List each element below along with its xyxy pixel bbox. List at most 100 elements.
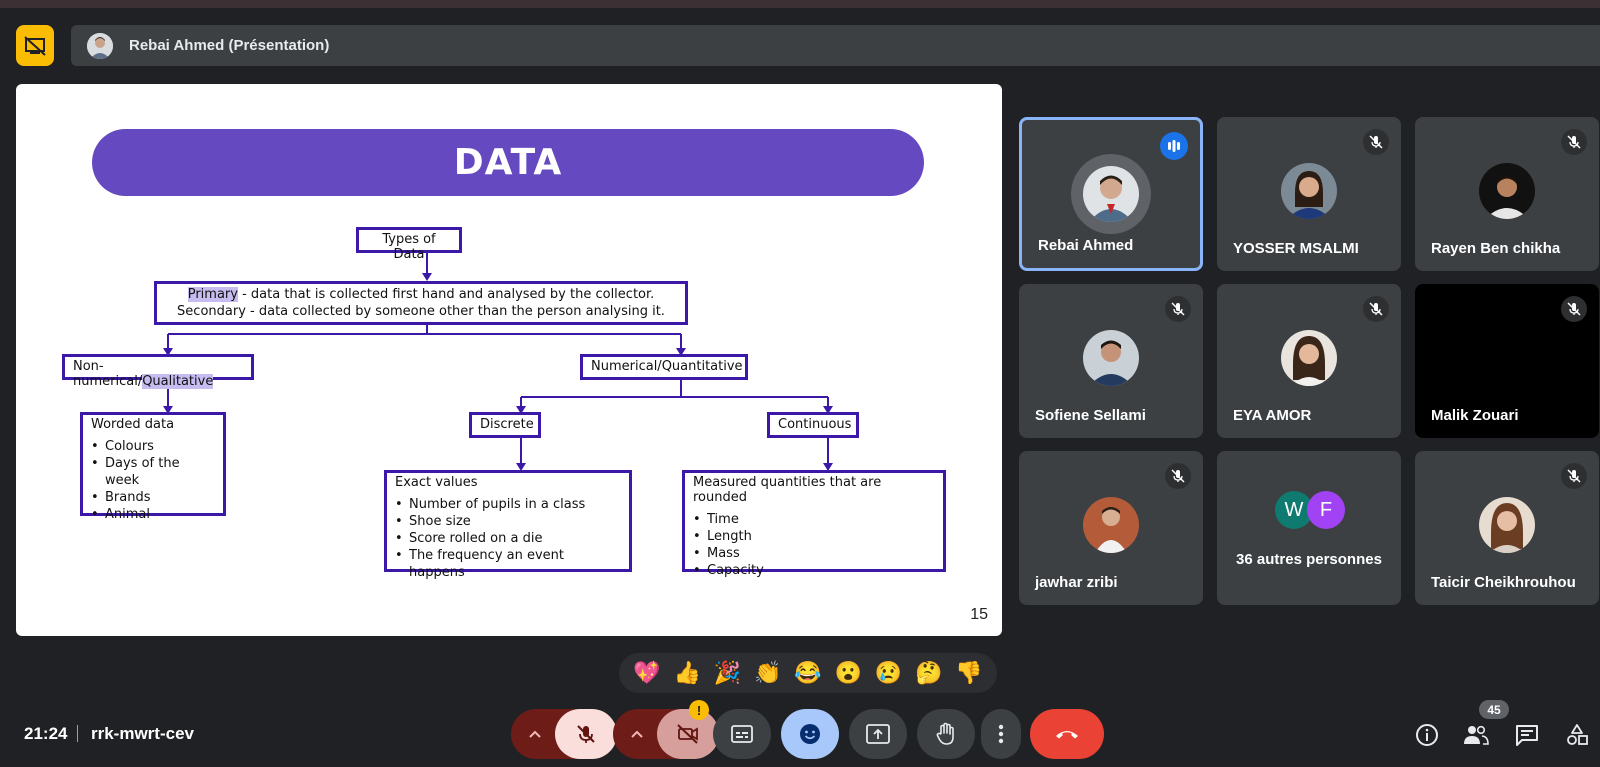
list-item: Brands (91, 489, 215, 506)
leave-call-button[interactable] (1030, 709, 1104, 759)
list-item: Shoe size (395, 513, 621, 530)
qualitative-prefix: Non-numerical/ (73, 359, 143, 389)
worded-data-box: Worded data Colours Days of the week Bra… (80, 412, 226, 523)
reaction-thumbs-up[interactable]: 👍 (673, 660, 702, 685)
list-item: Mass (693, 545, 935, 562)
participant-name: jawhar zribi (1035, 574, 1118, 591)
chevron-up-icon (631, 730, 643, 738)
participant-tile-taicir-cheikhrouhou[interactable]: Taicir Cheikhrouhou (1415, 451, 1599, 605)
participant-tile-sofiene-sellami[interactable]: Sofiene Sellami (1019, 284, 1203, 438)
reaction-thinking[interactable]: 🤔 (914, 660, 943, 685)
people-button[interactable] (1459, 718, 1493, 752)
slide-title-banner: DATA (92, 129, 924, 196)
participant-name: Taicir Cheikhrouhou (1431, 574, 1576, 591)
emoji-icon (800, 724, 820, 744)
exact-heading: Exact values (395, 475, 478, 490)
avatar: F (1307, 491, 1345, 529)
mic-off-icon (1561, 463, 1587, 489)
continuous-label: Continuous (778, 417, 852, 432)
chat-icon (1516, 725, 1538, 746)
list-item: Days of the week (91, 455, 215, 489)
mic-off-icon (1165, 296, 1191, 322)
reaction-party[interactable]: 🎉 (713, 660, 742, 685)
camera-warning-badge: ! (689, 700, 709, 720)
participant-tile-yosser-msalmi[interactable]: YOSSER MSALMI (1217, 117, 1401, 271)
info-icon (1416, 724, 1438, 746)
presentation-off-icon[interactable] (16, 25, 54, 66)
presenter-avatar (87, 32, 113, 59)
captions-button[interactable] (713, 709, 771, 759)
participant-tile-jawhar-zribi[interactable]: jawhar zribi (1019, 451, 1203, 605)
mic-options-button[interactable] (511, 709, 559, 759)
participant-name: EYA AMOR (1233, 407, 1312, 424)
types-of-data-box: Types of Data (356, 227, 462, 262)
reactions-bar: 💖 👍 🎉 👏 😂 😮 😢 🤔 👎 (619, 653, 997, 693)
measured-quantities-box: Measured quantities that are rounded Tim… (682, 470, 946, 579)
qualitative-highlight: Qualitative (142, 374, 214, 389)
participant-tile-rebai-ahmed[interactable]: Rebai Ahmed (1019, 117, 1203, 271)
types-of-data-label: Types of Data (382, 232, 436, 262)
qualitative-box: Non-numerical/Qualitative (62, 354, 254, 389)
slide-page-number: 15 (970, 606, 988, 623)
primary-description: - data that is collected first hand and … (237, 287, 655, 302)
send-reaction-button[interactable] (781, 709, 839, 759)
presentation-header: Rebai Ahmed (Présentation) (71, 25, 1600, 66)
present-now-button[interactable] (849, 709, 907, 759)
list-item: Score rolled on a die (395, 530, 621, 547)
slide-title: DATA (453, 142, 563, 183)
avatar: W (1275, 491, 1313, 529)
reaction-thumbs-down[interactable]: 👎 (955, 660, 983, 685)
camera-toggle-button[interactable] (657, 709, 719, 759)
camera-options-button[interactable] (613, 709, 661, 759)
avatar (1083, 166, 1139, 222)
activities-button[interactable] (1560, 718, 1594, 752)
reaction-laugh[interactable]: 😂 (794, 660, 822, 685)
meeting-details-button[interactable] (1410, 718, 1444, 752)
participant-name: Rayen Ben chikha (1431, 240, 1561, 257)
raise-hand-button[interactable] (917, 709, 975, 759)
chevron-up-icon (529, 730, 541, 738)
mic-off-icon (577, 725, 595, 743)
participant-count-badge: 45 (1479, 700, 1509, 719)
participant-tile-malik-zouari[interactable]: Malik Zouari (1415, 284, 1599, 438)
participant-name: Malik Zouari (1431, 407, 1519, 424)
others-count-label: 36 autres personnes (1236, 551, 1382, 568)
meeting-time: 21:24 (24, 724, 68, 743)
mic-off-icon (1561, 296, 1587, 322)
discrete-box: Discrete (469, 412, 541, 438)
list-item: Time (693, 511, 935, 528)
measured-heading: Measured quantities that are rounded (693, 475, 882, 505)
avatar (1479, 497, 1535, 553)
mic-off-icon (1363, 296, 1389, 322)
quantitative-label: Numerical/Quantitative (591, 359, 743, 374)
participant-tile-others[interactable]: W F 36 autres personnes (1217, 451, 1401, 605)
list-item: Colours (91, 438, 215, 455)
present-to-all-icon (866, 724, 890, 744)
activities-icon (1567, 724, 1588, 745)
call-end-icon (1056, 731, 1078, 739)
participant-tile-rayen-ben-chikha[interactable]: Rayen Ben chikha (1415, 117, 1599, 271)
reaction-clap[interactable]: 👏 (754, 660, 782, 685)
list-item: Length (693, 528, 935, 545)
avatar (1281, 330, 1337, 386)
meeting-code: rrk-mwrt-cev (91, 724, 194, 743)
mic-off-icon (1561, 129, 1587, 155)
mic-control-group (511, 709, 617, 759)
worded-heading: Worded data (91, 417, 175, 432)
avatar (1479, 163, 1535, 219)
primary-highlight: Primary (187, 287, 238, 302)
diagram-connectors (163, 252, 833, 471)
avatar (1083, 497, 1139, 553)
reaction-sad[interactable]: 😢 (874, 660, 903, 685)
mic-toggle-button[interactable] (555, 709, 617, 759)
more-options-button[interactable] (981, 709, 1021, 759)
quantitative-box: Numerical/Quantitative (580, 354, 748, 380)
reaction-surprised[interactable]: 😮 (834, 660, 862, 685)
participant-name: Rebai Ahmed (1038, 237, 1134, 254)
reaction-heart[interactable]: 💖 (633, 660, 661, 685)
participant-tile-eya-amor[interactable]: EYA AMOR (1217, 284, 1401, 438)
footer-separator (77, 725, 78, 742)
chat-button[interactable] (1510, 718, 1544, 752)
mic-off-icon (1363, 129, 1389, 155)
window-top-strip (0, 0, 1600, 8)
